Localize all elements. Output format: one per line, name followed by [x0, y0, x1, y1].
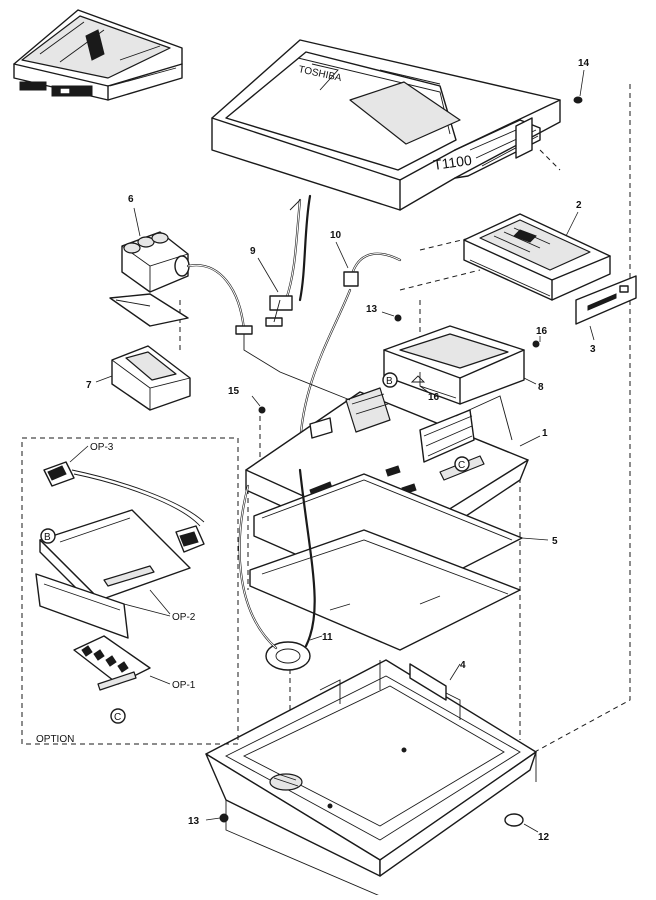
callout-13-top: 13	[366, 304, 378, 315]
assembly-guides	[179, 84, 631, 780]
cable-9: 9	[250, 194, 312, 327]
floppy-drive: 2	[463, 200, 611, 301]
battery-pad	[109, 293, 189, 327]
marker-b-option: B	[44, 532, 51, 543]
callout-16-mid: 16	[428, 392, 440, 403]
callout-6: 6	[128, 194, 134, 205]
callout-15: 15	[228, 386, 240, 397]
model-text: T1100	[432, 152, 473, 173]
callout-5: 5	[552, 536, 558, 547]
battery-bracket: 7	[86, 345, 191, 411]
assembled-computer-inset	[13, 9, 183, 101]
callout-11: 11	[322, 632, 333, 643]
speaker: 11	[238, 468, 333, 671]
marker-c-board: C	[458, 460, 465, 471]
callout-16-right: 16	[536, 326, 548, 337]
top-cover: TOSHIBA T1100	[211, 39, 561, 211]
drive-bracket: 8	[383, 325, 544, 405]
drive-front-panel: 3	[575, 275, 637, 355]
rubber-top-14: 14	[573, 58, 590, 104]
option-box: OPTION OP-3 B OP-2 C OP-1	[21, 437, 239, 745]
callout-10: 10	[330, 230, 342, 241]
callout-13-bottom: 13	[188, 816, 200, 827]
callout-2: 2	[576, 200, 582, 211]
callout-1: 1	[542, 428, 548, 439]
callout-14: 14	[578, 58, 590, 69]
screw-bottom: 13	[188, 813, 229, 827]
option-title: OPTION	[36, 734, 74, 745]
rubber-foot: 12	[504, 813, 550, 843]
shield-plate	[249, 529, 521, 651]
bottom-case: 4	[205, 659, 537, 897]
marker-b-board: B	[386, 376, 393, 387]
label-op2: OP-2	[172, 612, 196, 623]
label-op1: OP-1	[172, 680, 196, 691]
callout-3: 3	[590, 344, 596, 355]
marker-c-option: C	[114, 712, 121, 723]
battery-cable-route	[243, 199, 351, 401]
callout-7: 7	[86, 380, 92, 391]
callout-9: 9	[250, 246, 256, 257]
callout-12: 12	[538, 832, 550, 843]
callout-4: 4	[460, 660, 466, 671]
label-op3: OP-3	[90, 442, 114, 453]
screws: 13 16 16 15	[228, 304, 548, 414]
battery-pack: 6	[121, 194, 253, 335]
callout-8: 8	[538, 382, 544, 393]
